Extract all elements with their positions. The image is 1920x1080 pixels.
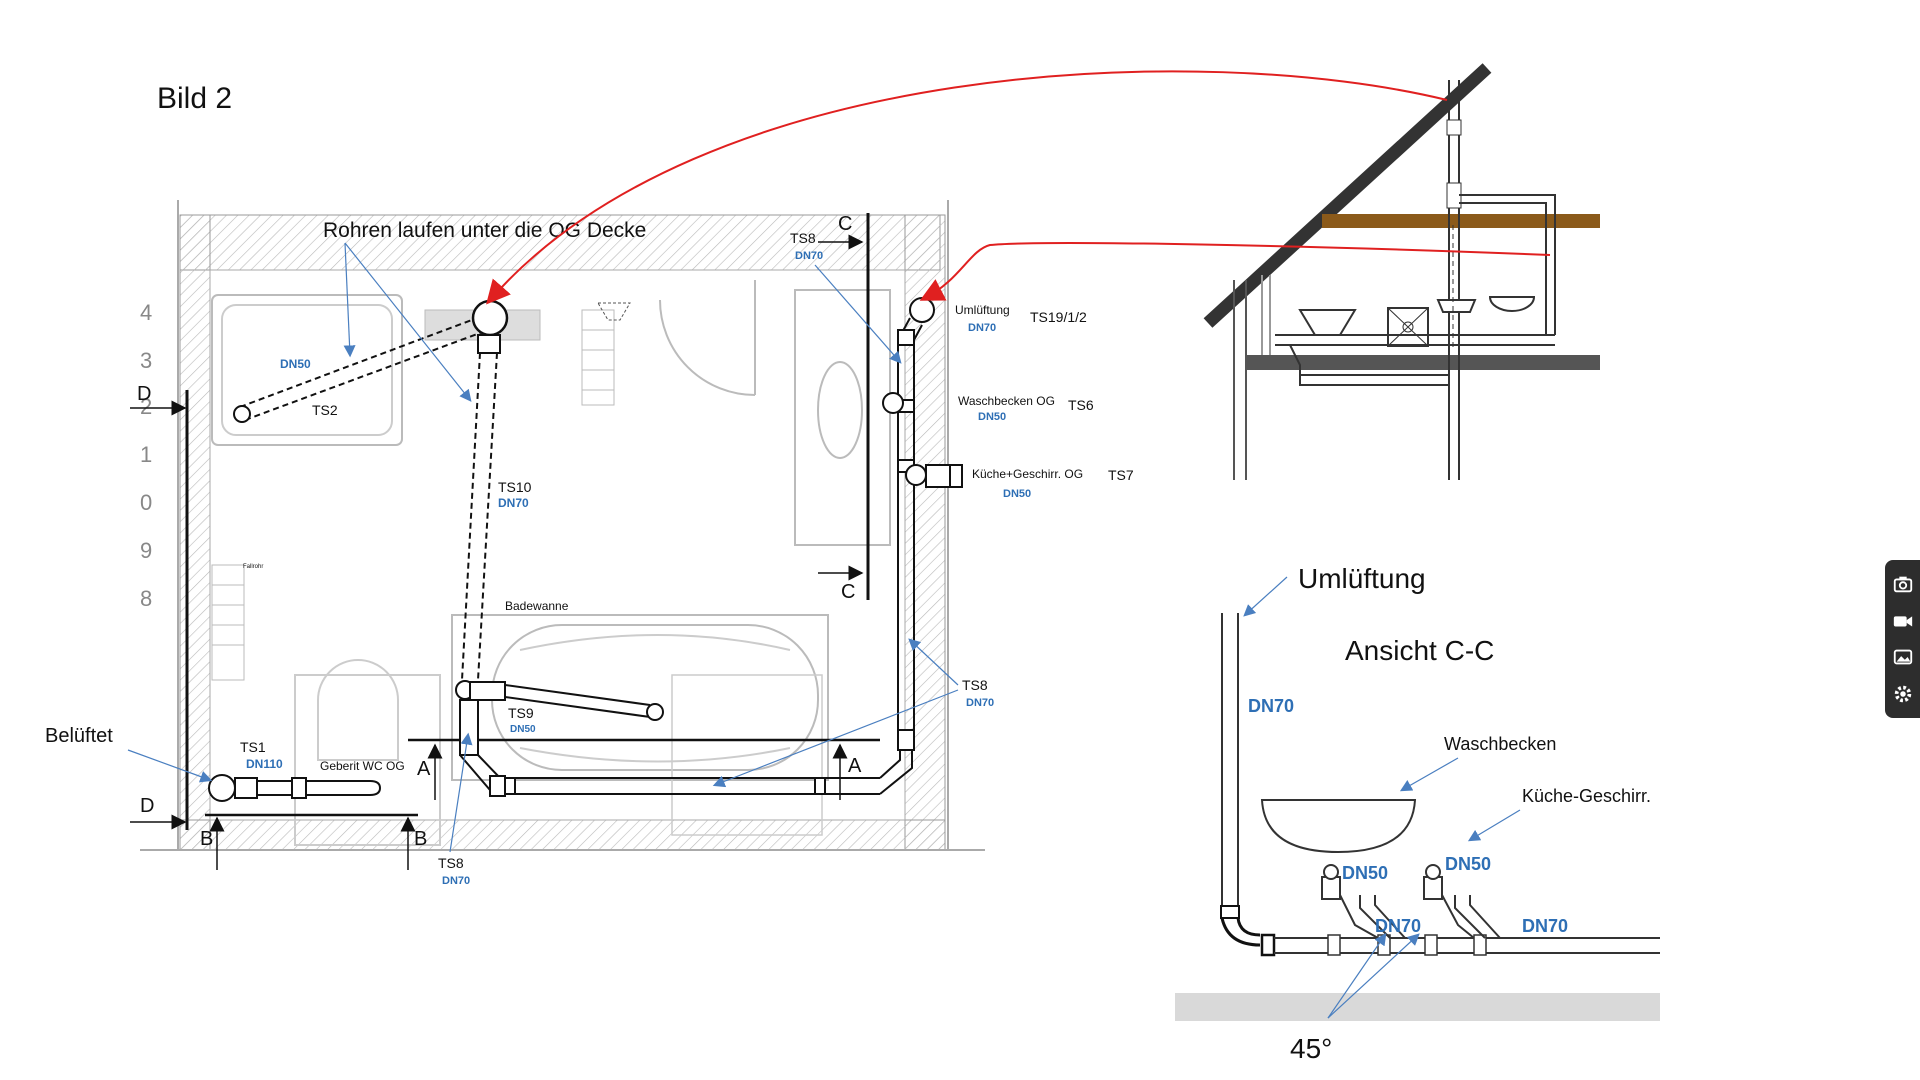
- gallery-icon: [1893, 649, 1912, 665]
- video-icon: [1893, 616, 1912, 627]
- bathtub: [451, 614, 829, 781]
- figure-title: Bild 2: [157, 82, 232, 115]
- note-top-label: Rohren laufen unter die OG Decke: [323, 219, 646, 242]
- red-arrow-umlueftung: [919, 242, 1551, 301]
- wall-top: [179, 214, 941, 271]
- ts2-dn-label: DN50: [280, 357, 311, 371]
- geberit-label: Geberit WC OG: [320, 759, 405, 773]
- ts8-bottom-label: TS8: [438, 855, 464, 871]
- ts19-label: TS19/1/2: [1030, 309, 1087, 325]
- waschbecken-label: Waschbecken: [1444, 734, 1556, 754]
- section-floor: [1175, 993, 1660, 1021]
- red-arrow-stack: [486, 70, 1448, 305]
- shower-tray: [211, 294, 403, 446]
- ts8-bottom-dn-label: DN70: [442, 875, 470, 887]
- ts1-label: TS1: [240, 739, 266, 755]
- ts7-dn-label: DN50: [1003, 488, 1031, 500]
- pipes: [208, 297, 963, 802]
- section-c-c: Umlüftung Ansicht C-C DN70 Waschbecken: [1175, 563, 1660, 1064]
- svg-text:4: 4: [140, 300, 152, 325]
- dn50-b-label: DN50: [1445, 854, 1491, 874]
- section-label-c1: C: [838, 213, 852, 235]
- angle-label: 45°: [1290, 1033, 1332, 1064]
- ts9-label: TS9: [508, 705, 534, 721]
- camera-icon: [1893, 576, 1912, 593]
- gallery-button[interactable]: [1890, 644, 1916, 670]
- dn50-a-label: DN50: [1342, 863, 1388, 883]
- section-label-d1: D: [137, 383, 151, 405]
- kueche-label: Küche-Geschirr.: [1522, 786, 1651, 806]
- section-label-d2: D: [140, 795, 154, 817]
- door-swing: [659, 299, 756, 396]
- gear-icon: [1894, 685, 1911, 702]
- section-label-b2: B: [414, 828, 427, 850]
- settings-button[interactable]: [1890, 681, 1916, 707]
- section-label-b1: B: [200, 828, 213, 850]
- svg-text:3: 3: [140, 348, 152, 373]
- ts6-name-label: Waschbecken OG: [958, 394, 1055, 408]
- roof-slope: [1203, 63, 1492, 328]
- ts2-label: TS2: [312, 402, 338, 418]
- ansicht-title: Ansicht C-C: [1345, 635, 1494, 666]
- fallrohr-label: Fallrohr: [243, 564, 263, 570]
- dn70-mid-label: DN70: [1375, 916, 1421, 936]
- room-floor: [209, 269, 906, 821]
- ts10-label: TS10: [498, 479, 532, 495]
- ceiling-beam: [1322, 214, 1600, 228]
- ts8-top-label: TS8: [790, 230, 816, 246]
- section-label-a2: A: [848, 755, 862, 777]
- dn70-vertical-label: DN70: [1248, 696, 1294, 716]
- ts8-top-dn-label: DN70: [795, 250, 823, 262]
- ts8-right-dn-label: DN70: [966, 697, 994, 709]
- ts1-dn-label: DN110: [246, 757, 283, 771]
- camera-button[interactable]: [1890, 571, 1916, 597]
- ts7-label: TS7: [1108, 467, 1134, 483]
- svg-text:8: 8: [140, 586, 152, 611]
- floor-plan: Fallrohr Badewanne 4 3 2 1 0 9 8: [45, 200, 1134, 887]
- shelf: [581, 309, 615, 406]
- ts6-dn-label: DN50: [978, 411, 1006, 423]
- floor-slab: [1245, 355, 1600, 370]
- ts9-dn-label: DN50: [510, 724, 536, 735]
- scale-numbers: 4 3 2 1 0 9 8: [140, 300, 152, 611]
- roof-section: [1203, 63, 1600, 480]
- sink-fixture: [1488, 296, 1536, 312]
- ts10-dn-label: DN70: [498, 496, 529, 510]
- umlueftung-small-label: Umlüftung: [955, 303, 1010, 317]
- section-basin: [1260, 799, 1417, 854]
- svg-text:1: 1: [140, 442, 152, 467]
- ts19-dn-label: DN70: [968, 322, 996, 334]
- badewanne-label: Badewanne: [505, 599, 569, 613]
- ts7-name-label: Küche+Geschirr. OG: [972, 467, 1083, 481]
- video-button[interactable]: [1890, 608, 1916, 634]
- wall-left: [179, 214, 211, 851]
- dn70-right-label: DN70: [1522, 916, 1568, 936]
- ts8-right-label: TS8: [962, 677, 988, 693]
- side-toolbar: [1885, 560, 1920, 718]
- ts6-label: TS6: [1068, 397, 1094, 413]
- belueftet-label: Belüftet: [45, 725, 113, 747]
- wc-outline: [294, 674, 441, 846]
- umlueftung-label: Umlüftung: [1298, 563, 1426, 594]
- section-label-c2: C: [841, 581, 855, 603]
- section-label-a1: A: [417, 758, 431, 780]
- svg-text:9: 9: [140, 538, 152, 563]
- wc-fixture: [1298, 309, 1357, 336]
- svg-text:2: 2: [140, 394, 152, 419]
- washbasin-area: [794, 289, 891, 546]
- svg-text:0: 0: [140, 490, 152, 515]
